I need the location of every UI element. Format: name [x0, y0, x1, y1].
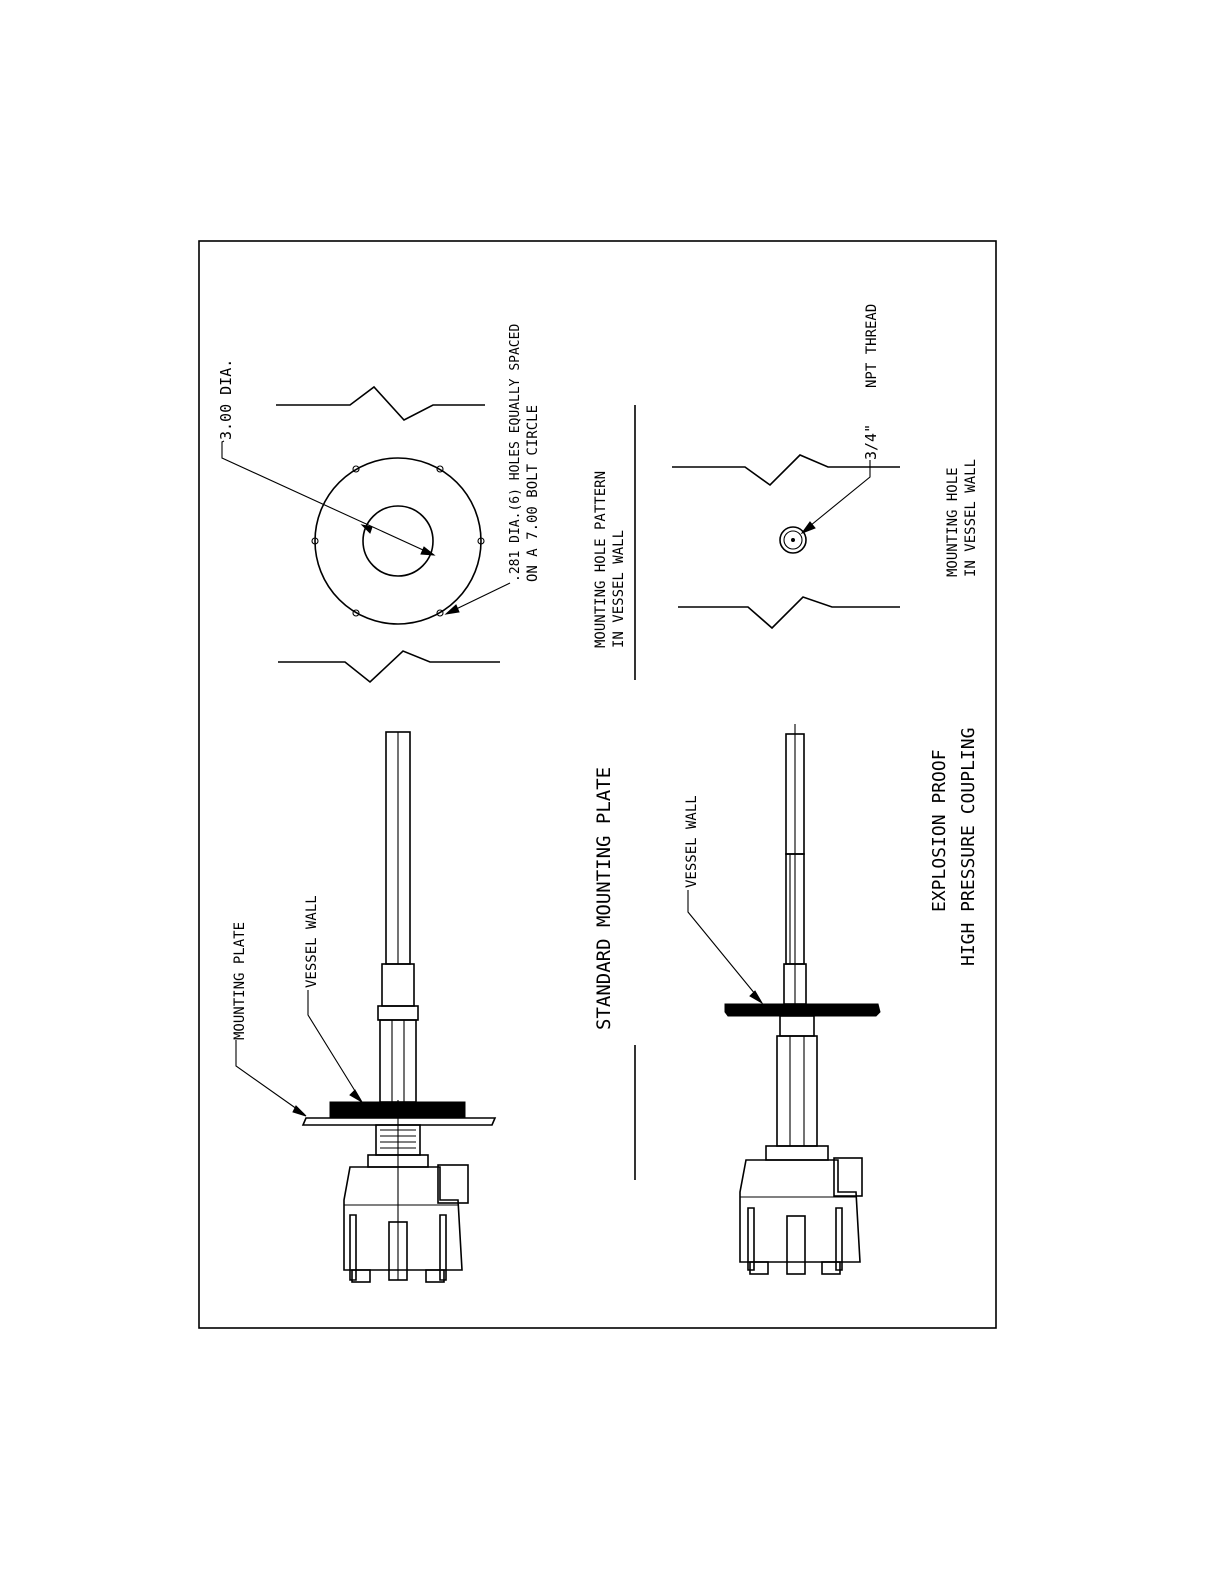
housing-fin-2 [748, 1208, 754, 1270]
center-hole [363, 506, 433, 576]
break-line-top [276, 387, 485, 420]
coupling-nut [766, 1146, 828, 1160]
probe-neck [382, 964, 414, 1006]
label-mounting-plate: MOUNTING PLATE [232, 922, 248, 1040]
coupling-collar [780, 1016, 814, 1036]
housing-fin-2 [836, 1208, 842, 1270]
label-holes-line1: .281 DIA.(6) HOLES EQUALLY SPACED [508, 324, 523, 582]
probe-collar [378, 1006, 418, 1020]
label-dia-300: 3.00 DIA. [217, 359, 235, 440]
label-vessel-wall-top: VESSEL WALL [304, 895, 320, 988]
label-npt-size: 3/4" [862, 424, 880, 460]
break-line-bottom-2 [678, 597, 900, 628]
vessel-wall-leader-top [308, 990, 360, 1099]
bolt-holes [312, 466, 484, 616]
npt-hole-center [792, 539, 795, 542]
housing-body [344, 1167, 462, 1270]
housing-center-tab-2 [787, 1216, 805, 1274]
label-vessel-wall-bottom: VESSEL WALL [684, 795, 700, 888]
mounting-plate-leader [236, 1040, 304, 1114]
npt-hole-view [672, 455, 900, 628]
mounting-plate-arrow [293, 1106, 306, 1116]
high-pressure-probe [688, 724, 880, 1274]
label-npt-thread: NPT THREAD [864, 304, 880, 388]
label-pattern-line2: IN VESSEL WALL [611, 530, 627, 648]
label-hole-line1: MOUNTING HOLE [945, 467, 961, 577]
coupling-body [777, 1036, 817, 1146]
label-holes-line2: ON A 7.00 BOLT CIRCLE [525, 405, 541, 582]
label-hole-line2: IN VESSEL WALL [963, 459, 979, 577]
housing-conduit-boss [438, 1165, 468, 1203]
label-high-pressure-coupling: HIGH PRESSURE COUPLING [958, 728, 979, 966]
standard-plate-probe [236, 732, 635, 1282]
label-standard-mounting-plate: STANDARD MOUNTING PLATE [593, 767, 615, 1030]
housing-foot-2 [822, 1262, 840, 1274]
vessel-wall-band-2 [725, 1004, 880, 1016]
label-pattern-line1: MOUNTING HOLE PATTERN [593, 471, 609, 648]
vessel-wall-arrow-bottom [750, 991, 762, 1003]
break-line-bottom [278, 651, 500, 682]
mounting-plate [303, 1118, 495, 1125]
housing-foot-2 [750, 1262, 768, 1274]
label-explosion-proof: EXPLOSION PROOF [929, 749, 950, 912]
vessel-wall-arrow-top [350, 1090, 362, 1102]
probe-hex-body [380, 1020, 416, 1102]
vessel-wall-leader-bottom [688, 890, 760, 1000]
bolt-circle-outline [315, 458, 481, 624]
mounting-hole-pattern-view [222, 387, 635, 682]
npt-leader [805, 460, 870, 530]
